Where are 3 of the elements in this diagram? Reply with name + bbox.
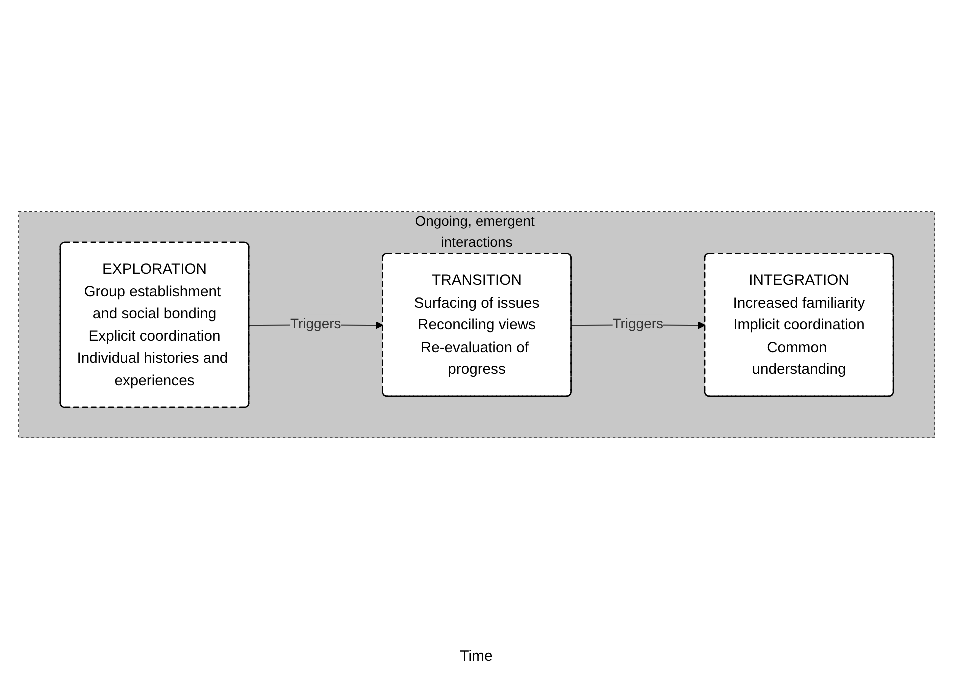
axis-label: Time xyxy=(460,648,493,665)
edge-label: Triggers xyxy=(612,317,663,332)
edge-label: Triggers xyxy=(290,317,341,332)
